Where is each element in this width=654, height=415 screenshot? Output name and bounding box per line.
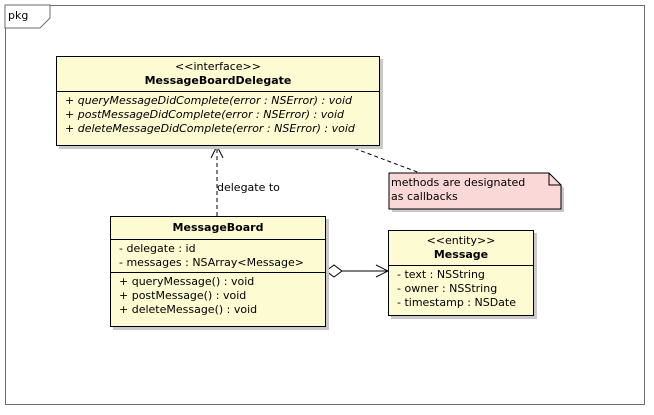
operation-item: + postMessageDidComplete(error : NSError… <box>65 108 344 121</box>
interface-class-header: <<interface>> MessageBoardDelegate <box>57 57 379 92</box>
messageboard-attributes: - delegate : id - messages : NSArray<Mes… <box>111 240 325 272</box>
operation-item: + queryMessage() : void <box>119 275 255 288</box>
messageboard-class-name: MessageBoard <box>172 221 264 234</box>
attribute-item: - timestamp : NSDate <box>397 296 517 309</box>
attribute-item: - text : NSString <box>397 268 485 281</box>
messageboard-class-box[interactable]: MessageBoard - delegate : id - messages … <box>110 216 326 327</box>
messageboard-operations: + queryMessage() : void + postMessage() … <box>111 272 325 319</box>
package-label: pkg <box>8 9 29 22</box>
operation-item: + queryMessageDidComplete(error : NSErro… <box>65 94 352 107</box>
aggregation-diamond <box>325 264 343 278</box>
note-line: methods are designated <box>391 176 526 189</box>
package-tab <box>4 4 51 29</box>
delegate-relation-label: delegate to <box>217 181 280 194</box>
attribute-item: - delegate : id <box>119 242 196 255</box>
operation-item: + postMessage() : void <box>119 289 247 302</box>
note-body <box>388 172 562 210</box>
message-class-name: Message <box>433 248 489 261</box>
messageboard-class-header: MessageBoard <box>111 217 325 240</box>
note-anchor-line <box>347 145 421 174</box>
interface-class-name: MessageBoardDelegate <box>144 74 292 87</box>
interface-class-box[interactable]: <<interface>> MessageBoardDelegate + que… <box>56 56 380 146</box>
note-line: as callbacks <box>391 190 458 203</box>
interface-operations: + queryMessageDidComplete(error : NSErro… <box>57 92 379 138</box>
interface-stereotype: <<interface>> <box>175 60 261 73</box>
callback-note[interactable]: methods are designated as callbacks <box>391 176 525 204</box>
message-class-header: <<entity>> Message <box>389 231 533 266</box>
attribute-item: - messages : NSArray<Message> <box>119 256 305 269</box>
delegate-arrowhead <box>210 144 224 159</box>
message-class-box[interactable]: <<entity>> Message - text : NSString - o… <box>388 230 534 316</box>
note-fold <box>548 173 561 186</box>
message-attributes: - text : NSString - owner : NSString - t… <box>389 266 533 312</box>
operation-item: + deleteMessage() : void <box>119 303 258 316</box>
operation-item: + deleteMessageDidComplete(error : NSErr… <box>65 122 355 135</box>
attribute-item: - owner : NSString <box>397 282 498 295</box>
message-stereotype: <<entity>> <box>426 234 496 247</box>
